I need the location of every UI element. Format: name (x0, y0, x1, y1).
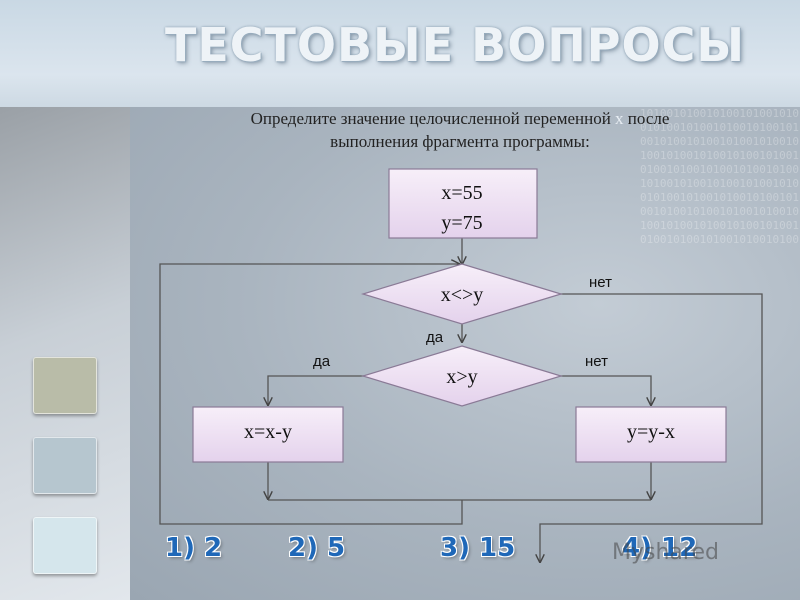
label-yes-2: да (313, 353, 331, 370)
binary-decor-pattern: 101001010010100101001010 010100101001010… (640, 107, 799, 246)
decor-square-3 (33, 517, 97, 574)
question-line1-start: Определите значение целочисленной переме… (250, 109, 616, 128)
edge-cond2-yes (268, 375, 365, 405)
label-no-1: нет (589, 274, 612, 291)
question-line2: выполнения фрагмента программы: (330, 132, 590, 151)
action-left-text: x=x-y (244, 421, 292, 443)
question-variable: x (615, 109, 624, 128)
action-right-text: y=y-x (627, 421, 675, 443)
question-line1-end: после (623, 109, 670, 128)
page-title: ТЕСТОВЫЕ ВОПРОСЫ (164, 18, 746, 72)
action-right-block (575, 406, 727, 463)
decor-square-2 (33, 437, 97, 494)
answer-option-2[interactable]: 2) 5 (288, 533, 346, 563)
init-line1: x=55 (441, 182, 482, 204)
init-line2: y=75 (441, 212, 482, 234)
watermark-logo: Myshared (612, 540, 719, 565)
question-text: Определите значение целочисленной переме… (160, 107, 760, 153)
condition1-text: x<>y (441, 284, 484, 306)
header-band (0, 0, 800, 107)
edge-cond2-no (559, 375, 651, 405)
condition2-text: x>y (446, 366, 477, 388)
condition2-diamond (360, 345, 564, 407)
answer-option-4[interactable]: 4) 12 (622, 533, 698, 563)
flowchart-connectors (159, 238, 763, 562)
label-yes-1: да (426, 329, 444, 346)
answer-option-3[interactable]: 3) 15 (440, 533, 516, 563)
condition1-diamond (360, 263, 564, 325)
answer-option-1[interactable]: 1) 2 (165, 533, 223, 563)
decor-square-1 (33, 357, 97, 414)
edge-loop-back (159, 264, 463, 525)
label-no-2: нет (585, 353, 608, 370)
edge-cond1-no-exit (540, 293, 763, 562)
action-left-block (192, 406, 344, 463)
init-block (388, 168, 538, 239)
